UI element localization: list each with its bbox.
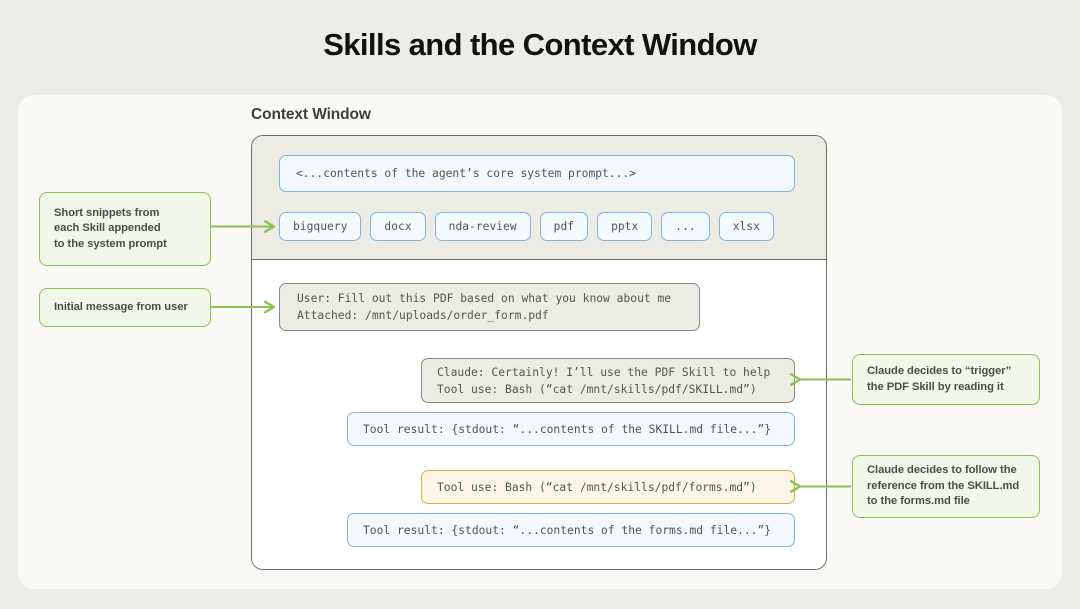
skill-chip-label: docx — [384, 220, 412, 233]
claude-message-line-2: Tool use: Bash (“cat /mnt/skills/pdf/SKI… — [437, 382, 757, 396]
annotation-follow-line-1: Claude decides to follow the — [867, 464, 1017, 477]
tool-use-forms-md-box: Tool use: Bash (“cat /mnt/skills/pdf/for… — [421, 470, 795, 504]
annotation-trigger-line-2: the PDF Skill by reading it — [867, 380, 1004, 393]
skill-chip-pptx[interactable]: pptx — [597, 212, 653, 241]
skill-chip-label: pdf — [553, 220, 575, 233]
system-prompt-text: <...contents of the agent’s core system … — [296, 167, 637, 180]
annotation-follow-line-3: to the forms.md file — [867, 495, 970, 508]
annotation-snippets-line-1: Short snippets from — [54, 206, 160, 219]
annotation-trigger: Claude decides to “trigger” the PDF Skil… — [852, 354, 1040, 405]
context-window-container — [251, 135, 827, 570]
annotation-snippets-line-2: each Skill appended — [54, 222, 161, 235]
skill-chip-label: ... — [675, 220, 696, 233]
skill-chip-docx[interactable]: docx — [370, 212, 426, 241]
skill-chip-label: nda-review — [448, 220, 517, 233]
tool-result-forms-md-box: Tool result: {stdout: “...contents of th… — [347, 513, 795, 547]
skill-chip-bigquery[interactable]: bigquery — [279, 212, 362, 241]
user-message-box: User: Fill out this PDF based on what yo… — [279, 283, 700, 331]
annotation-follow-reference: Claude decides to follow the reference f… — [852, 455, 1040, 518]
annotation-snippets: Short snippets from each Skill appended … — [39, 192, 211, 266]
skill-chip-label: bigquery — [293, 220, 348, 233]
user-message-line-1: User: Fill out this PDF based on what yo… — [297, 292, 672, 305]
skill-chip-row: bigquery docx nda-review pdf pptx ... xl… — [279, 212, 774, 241]
skill-chip-label: xlsx — [732, 220, 760, 233]
skill-chip-label: pptx — [611, 220, 639, 233]
tool-result-skill-md-text: Tool result: {stdout: “...contents of th… — [363, 422, 772, 436]
annotation-trigger-line-1: Claude decides to “trigger” — [867, 365, 1012, 377]
annotation-initial-message-line-1: Initial message from user — [54, 300, 188, 313]
skill-chip-ellipsis[interactable]: ... — [661, 212, 710, 241]
annotation-follow-line-2: reference from the SKILL.md — [867, 479, 1020, 492]
user-message-line-2: Attached: /mnt/uploads/order_form.pdf — [297, 309, 549, 322]
annotation-snippets-line-3: to the system prompt — [54, 237, 167, 250]
skill-chip-nda-review[interactable]: nda-review — [434, 212, 531, 241]
tool-use-forms-md-text: Tool use: Bash (“cat /mnt/skills/pdf/for… — [437, 480, 757, 494]
tool-result-skill-md-box: Tool result: {stdout: “...contents of th… — [347, 412, 795, 446]
context-window-label: Context Window — [251, 106, 371, 123]
page-title: Skills and the Context Window — [323, 27, 757, 62]
skill-chip-xlsx[interactable]: xlsx — [718, 212, 774, 241]
tool-result-forms-md-text: Tool result: {stdout: “...contents of th… — [363, 523, 772, 537]
claude-message-line-1: Claude: Certainly! I’ll use the PDF Skil… — [437, 365, 771, 379]
annotation-initial-message: Initial message from user — [39, 288, 211, 327]
skill-chip-pdf[interactable]: pdf — [539, 212, 589, 241]
system-prompt-box: <...contents of the agent’s core system … — [279, 155, 795, 192]
claude-message-box: Claude: Certainly! I’ll use the PDF Skil… — [421, 358, 795, 403]
